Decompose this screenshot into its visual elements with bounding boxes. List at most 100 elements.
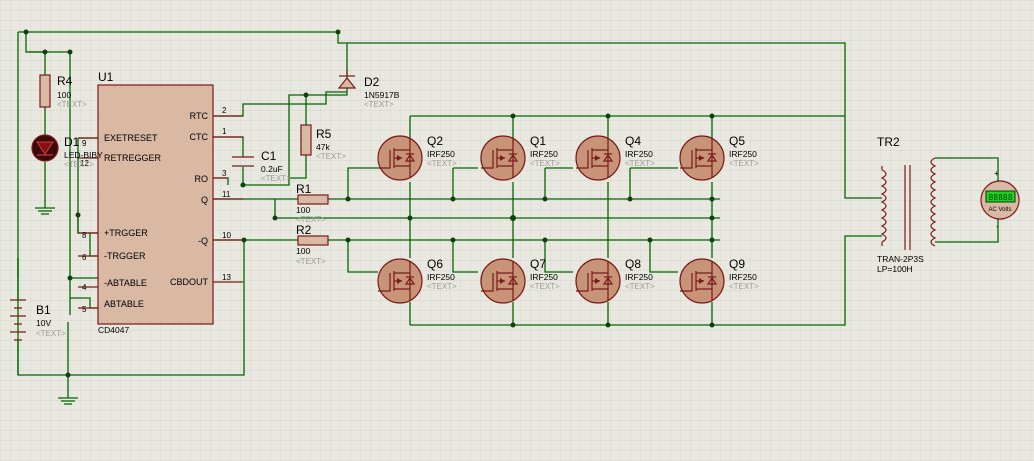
tr2-param: LP=100H [877,264,913,274]
ground-symbol [35,207,55,215]
b1-text-placeholder: <TEXT> [36,329,66,338]
meter-minus: - [996,222,999,231]
resistor-r1[interactable]: R1 100 <TEXT> [296,182,329,224]
ic-pin-num: 6 [82,253,87,262]
ic-ref: U1 [98,70,114,84]
tr2-ref: TR2 [877,135,900,149]
ic-pin-num: 1 [222,127,227,136]
mosfet-ref: Q7 [530,257,546,271]
mosfet-text-placeholder: <TEXT> [729,159,759,168]
mosfet-text-placeholder: <TEXT> [625,159,655,168]
ic-pin-num: 10 [222,231,231,240]
meter-unit: AC Volts [988,207,1011,213]
transformer-tr2[interactable]: TR2 TRAN-2P3S LP=100H [877,135,937,274]
r2-value: 100 [296,246,310,256]
ic-pin-label: -Q [198,236,208,246]
ic-pin-label: Q [201,195,208,205]
mosfet-text-placeholder: <TEXT> [625,282,655,291]
ic-pin-label: -TRGGER [104,251,146,261]
d1-value: LED-BIBY [64,150,103,160]
mosfet-value: IRF250 [729,272,757,282]
diode-d2[interactable]: D2 1N5917B <TEXT> [337,70,400,109]
ic-pin-num: 9 [82,139,87,148]
b1-value: 10V [36,318,51,328]
meter-reading: 88888 [988,193,1012,202]
b1-ref: B1 [36,303,51,317]
ic-pin-num: 5 [82,305,87,314]
ic-pin-num: 2 [222,106,227,115]
mosfet-ref: Q1 [530,134,546,148]
resistor-r5[interactable]: R5 47k <TEXT> [300,124,346,161]
mosfet-group: Q2IRF250<TEXT>Q1IRF250<TEXT>Q4IRF250<TEX… [377,134,759,304]
ic-pin-label: ABTABLE [104,299,144,309]
d2-value: 1N5917B [364,90,400,100]
r1-text-placeholder: <TEXT> [296,215,326,224]
r4-text-placeholder: <TEXT> [57,100,87,109]
ic-pin-num: 12 [80,159,89,168]
ic-pin-label: +TRGGER [104,228,148,238]
ground-symbol [58,397,78,405]
ic-pin-label: -ABTABLE [104,278,147,288]
junction-dots [23,29,715,378]
ic-pin-label: CTC [190,132,209,142]
mosfet-text-placeholder: <TEXT> [427,159,457,168]
ic-pin-label: RETREGGER [104,153,162,163]
r5-text-placeholder: <TEXT> [316,152,346,161]
battery-b1[interactable]: B1 10V <TEXT> [10,258,66,375]
mosfet-value: IRF250 [530,149,558,159]
resistor-r4[interactable]: R4 100 <TEXT> [39,74,87,109]
ic-pin-num: 13 [222,273,231,282]
ac-voltmeter[interactable]: 88888 AC Volts + - [980,169,1020,231]
ic-pin-num: 11 [222,190,231,199]
mosfet-value: IRF250 [625,149,653,159]
c1-text-placeholder: <TEXT> [261,174,291,183]
r4-value: 100 [57,90,71,100]
ic-pin-num: 3 [222,169,227,178]
ic-left-pins: EXETRESET RETREGGER +TRGGER -TRGGER -ABT… [78,133,162,314]
r2-text-placeholder: <TEXT> [296,257,326,266]
mosfet-value: IRF250 [427,149,455,159]
c1-value: 0.2uF [261,164,283,174]
r1-value: 100 [296,205,310,215]
ic-pin-label: EXETRESET [104,133,158,143]
mosfet-ref: Q8 [625,257,641,271]
mosfet-ref: Q6 [427,257,443,271]
d1-text-placeholder: <TEXT> [64,160,94,169]
ic-right-pins: RTC CTC RO Q -Q CBDOUT 2 1 3 11 10 13 [170,106,243,287]
ic-pin-label: RTC [190,111,209,121]
mosfet-ref: Q5 [729,134,745,148]
mosfet-text-placeholder: <TEXT> [530,282,560,291]
mosfet-value: IRF250 [530,272,558,282]
tr2-value: TRAN-2P3S [877,254,924,264]
mosfet-value: IRF250 [729,149,757,159]
ic-part: CD4047 [98,325,129,335]
mosfet-value: IRF250 [625,272,653,282]
r4-ref: R4 [57,74,73,88]
ic-pin-num: 4 [82,283,87,292]
r1-ref: R1 [296,182,312,196]
r2-ref: R2 [296,223,312,237]
resistor-r2[interactable]: R2 100 <TEXT> [296,223,329,266]
d2-text-placeholder: <TEXT> [364,100,394,109]
d2-ref: D2 [364,75,380,89]
ic-pin-label: RO [195,174,209,184]
r5-ref: R5 [316,127,332,141]
mosfet-value: IRF250 [427,272,455,282]
capacitor-c1[interactable]: C1 0.2uF <TEXT> [232,149,291,183]
r5-value: 47k [316,142,330,152]
ic-u1[interactable]: U1 CD4047 EXETRESET RETREGGER +TRGGER -T… [78,70,243,335]
mosfet-ref: Q9 [729,257,745,271]
ic-pin-label: CBDOUT [170,277,209,287]
d1-ref: D1 [64,135,80,149]
mosfet-text-placeholder: <TEXT> [729,282,759,291]
led-d1[interactable]: D1 LED-BIBY <TEXT> [31,134,103,169]
meter-plus: + [994,169,999,178]
